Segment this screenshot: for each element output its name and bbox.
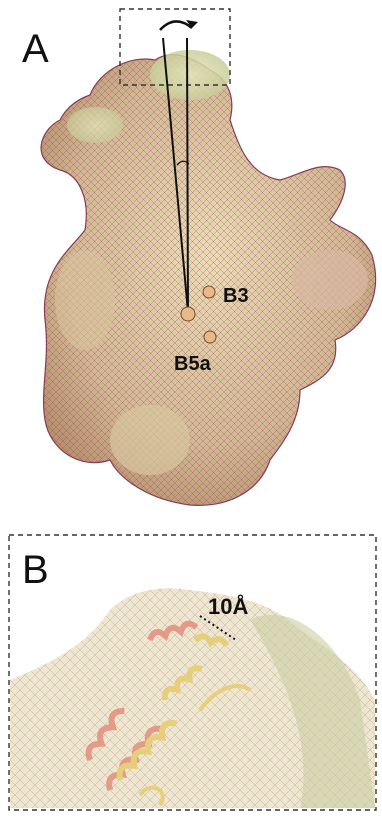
- left-lobe: [67, 107, 123, 143]
- rotation-arrow: [160, 21, 192, 30]
- right-lobe: [292, 250, 368, 310]
- top-lobe: [150, 50, 230, 100]
- b3-marker: [203, 286, 215, 298]
- b5a-marker: [204, 331, 216, 343]
- b5a-label: B5a: [174, 353, 211, 376]
- density-map-a: [41, 50, 375, 505]
- center-marker: [181, 307, 195, 321]
- axis-line-right: [187, 38, 188, 312]
- left-lower-lobe: [55, 250, 115, 350]
- panel-a-letter: A: [22, 27, 49, 72]
- b3-label: B3: [223, 285, 249, 308]
- panel-b-letter: B: [22, 548, 49, 593]
- bottom-lobe: [110, 405, 190, 475]
- distance-label: 10Å: [208, 594, 248, 620]
